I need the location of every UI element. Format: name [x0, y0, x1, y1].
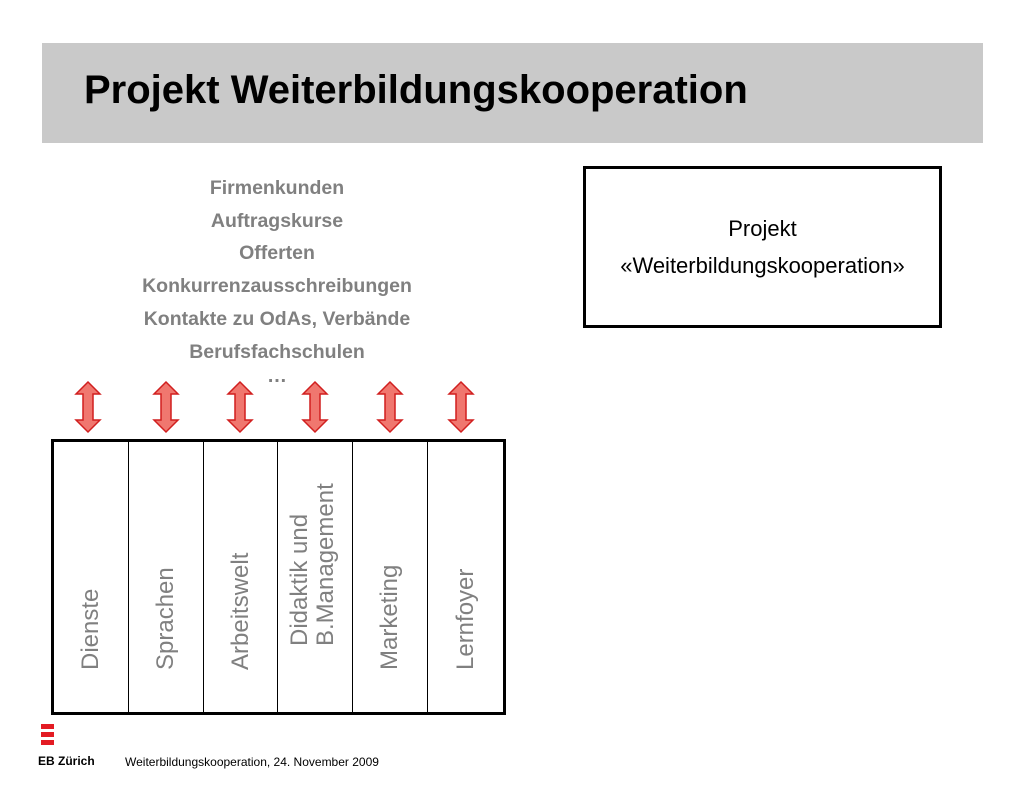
department-column: Dienste — [54, 442, 129, 712]
double-arrow-icon — [376, 380, 404, 434]
departments-table: Dienste Sprachen Arbeitswelt Didaktik un… — [51, 439, 506, 715]
department-column: Didaktik und B.Management — [278, 442, 354, 712]
department-label-line: Didaktik und — [286, 513, 314, 646]
arrows-row — [0, 380, 1023, 440]
logo-text: EB Zürich — [38, 754, 95, 768]
department-label: Sprachen — [151, 567, 179, 670]
client-item: Auftragskurse — [210, 209, 344, 232]
client-item: Konkurrenzausschreibungen — [142, 275, 412, 298]
logo-bar — [41, 724, 54, 729]
department-column: Lernfoyer — [428, 442, 503, 712]
client-item: Kontakte zu OdAs, Verbände — [143, 307, 411, 330]
client-item: Firmenkunden — [209, 177, 345, 199]
department-label: Marketing — [376, 564, 404, 670]
eb-zurich-logo: EB Zürich — [38, 724, 108, 774]
department-column: Sprachen — [129, 442, 204, 712]
double-arrow-icon — [74, 380, 102, 434]
double-arrow-icon — [301, 380, 329, 434]
logo-bar — [41, 732, 54, 737]
department-label: Dienste — [76, 588, 104, 670]
client-item: Offerten — [239, 242, 315, 265]
department-label-line: B.Management — [312, 483, 340, 646]
department-label: Lernfoyer — [451, 568, 479, 670]
department-column: Marketing — [353, 442, 429, 712]
project-box: Projekt «Weiterbildungskooperation» — [583, 166, 942, 328]
double-arrow-icon — [447, 380, 475, 434]
title-bar: Projekt Weiterbildungskooperation — [42, 43, 983, 143]
clients-list: Firmenkunden Auftragskurse Offerten Konk… — [82, 172, 472, 386]
department-label-didaktik: Didaktik und B.Management — [286, 483, 340, 646]
client-item: Berufsfachschulen — [189, 340, 365, 363]
department-label: Arbeitswelt — [226, 552, 254, 670]
department-column: Arbeitswelt — [204, 442, 279, 712]
slide-title: Projekt Weiterbildungskooperation — [84, 68, 748, 112]
double-arrow-icon — [226, 380, 254, 434]
double-arrow-icon — [152, 380, 180, 434]
project-box-line1: Projekt — [728, 216, 797, 241]
footer-text: Weiterbildungskooperation, 24. November … — [125, 755, 379, 769]
project-box-line2: «Weiterbildungskooperation» — [620, 253, 905, 278]
logo-bar — [41, 740, 54, 745]
client-ellipsis: … — [267, 365, 287, 388]
